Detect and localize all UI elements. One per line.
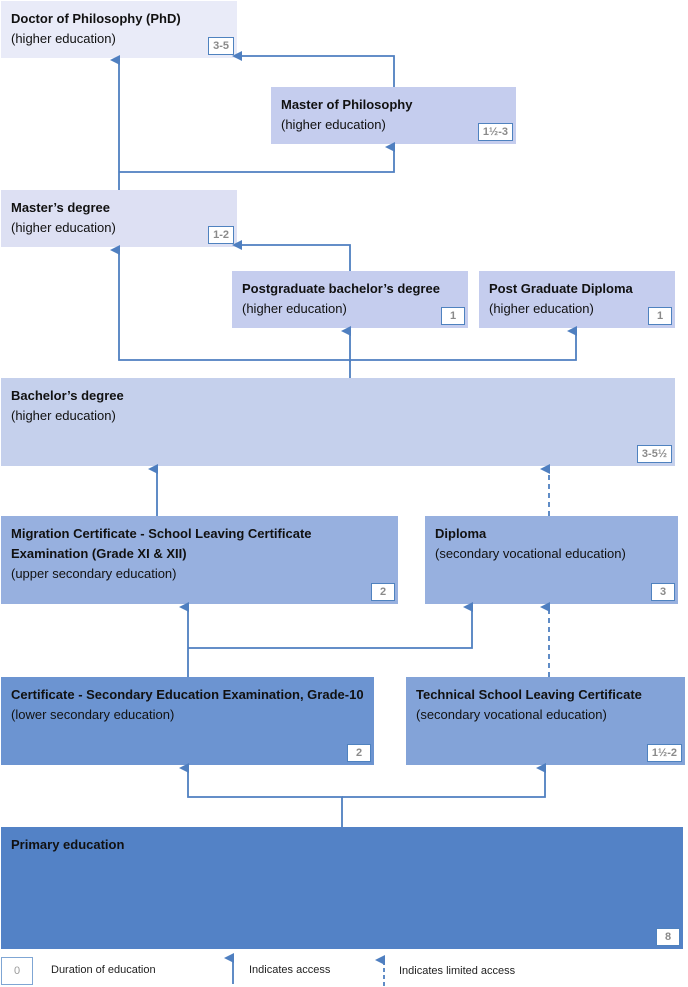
node-see: Certificate - Secondary Education Examin… (1, 677, 374, 765)
duration-badge: 1 (648, 307, 672, 325)
node-diploma: Diploma (secondary vocational education)… (425, 516, 678, 604)
node-title: Master of Philosophy (281, 97, 413, 112)
node-subtitle: (higher education) (11, 220, 116, 235)
node-subtitle: (higher education) (242, 301, 347, 316)
node-subtitle: (higher education) (11, 31, 116, 46)
node-subtitle: (higher education) (489, 301, 594, 316)
node-tslc: Technical School Leaving Certificate (se… (406, 677, 685, 765)
node-migration: Migration Certificate - School Leaving C… (1, 516, 398, 604)
legend-access-label: Indicates access (249, 964, 331, 976)
node-title: Master’s degree (11, 200, 110, 215)
node-title: Primary education (11, 837, 125, 852)
duration-badge: 3 (651, 583, 675, 601)
duration-badge: 1-2 (208, 226, 234, 244)
duration-badge: 2 (371, 583, 395, 601)
node-masters: Master’s degree (higher education) 1-2 (1, 190, 237, 247)
node-title: Certificate - Secondary Education Examin… (11, 687, 364, 702)
node-subtitle: (higher education) (11, 408, 116, 423)
duration-badge: 2 (347, 744, 371, 762)
node-mphil: Master of Philosophy (higher education) … (271, 87, 516, 144)
node-title: Doctor of Philosophy (PhD) (11, 11, 181, 26)
legend-limited-label: Indicates limited access (399, 965, 516, 977)
node-pg-diploma: Post Graduate Diploma (higher education)… (479, 271, 675, 328)
node-primary: Primary education 8 (1, 827, 683, 949)
node-title: Postgraduate bachelor’s degree (242, 281, 440, 296)
node-subtitle: (higher education) (281, 117, 386, 132)
edge-primary-to-tslc (342, 763, 546, 798)
edge-bachelor-to-pgd (350, 326, 577, 361)
duration-badge: 8 (656, 928, 680, 946)
node-title: Bachelor’s degree (11, 388, 124, 403)
duration-badge: 1½-3 (477, 123, 513, 141)
node-title: Technical School Leaving Certificate (416, 687, 642, 702)
node-subtitle: (secondary vocational education) (416, 707, 607, 722)
node-phd: Doctor of Philosophy (PhD) (higher educa… (1, 1, 237, 58)
edge-pgb-to-masters (232, 240, 351, 271)
node-title: Diploma (435, 526, 487, 541)
duration-badge: 1 (441, 307, 465, 325)
legend-duration-sample: 0 (1, 957, 33, 985)
edge-see-to-diploma (188, 602, 473, 649)
node-pg-bachelor: Postgraduate bachelor’s degree (higher e… (232, 271, 468, 328)
node-bachelor: Bachelor’s degree (higher education) 3-5… (1, 378, 675, 466)
node-subtitle: (lower secondary education) (11, 707, 175, 722)
edge-masters-to-mphil (119, 142, 395, 173)
node-title: Post Graduate Diploma (489, 281, 633, 296)
node-title: Migration Certificate - School Leaving C… (11, 526, 312, 561)
duration-badge: 1½-2 (646, 744, 682, 762)
node-subtitle: (secondary vocational education) (435, 546, 626, 561)
duration-badge: 3-5½ (636, 445, 672, 463)
edge-mphil-to-phd (232, 51, 395, 87)
edge-primary-to-see (179, 763, 343, 827)
legend-duration-label: Duration of education (51, 964, 156, 976)
duration-badge: 3-5 (208, 37, 234, 55)
node-subtitle: (upper secondary education) (11, 566, 177, 581)
